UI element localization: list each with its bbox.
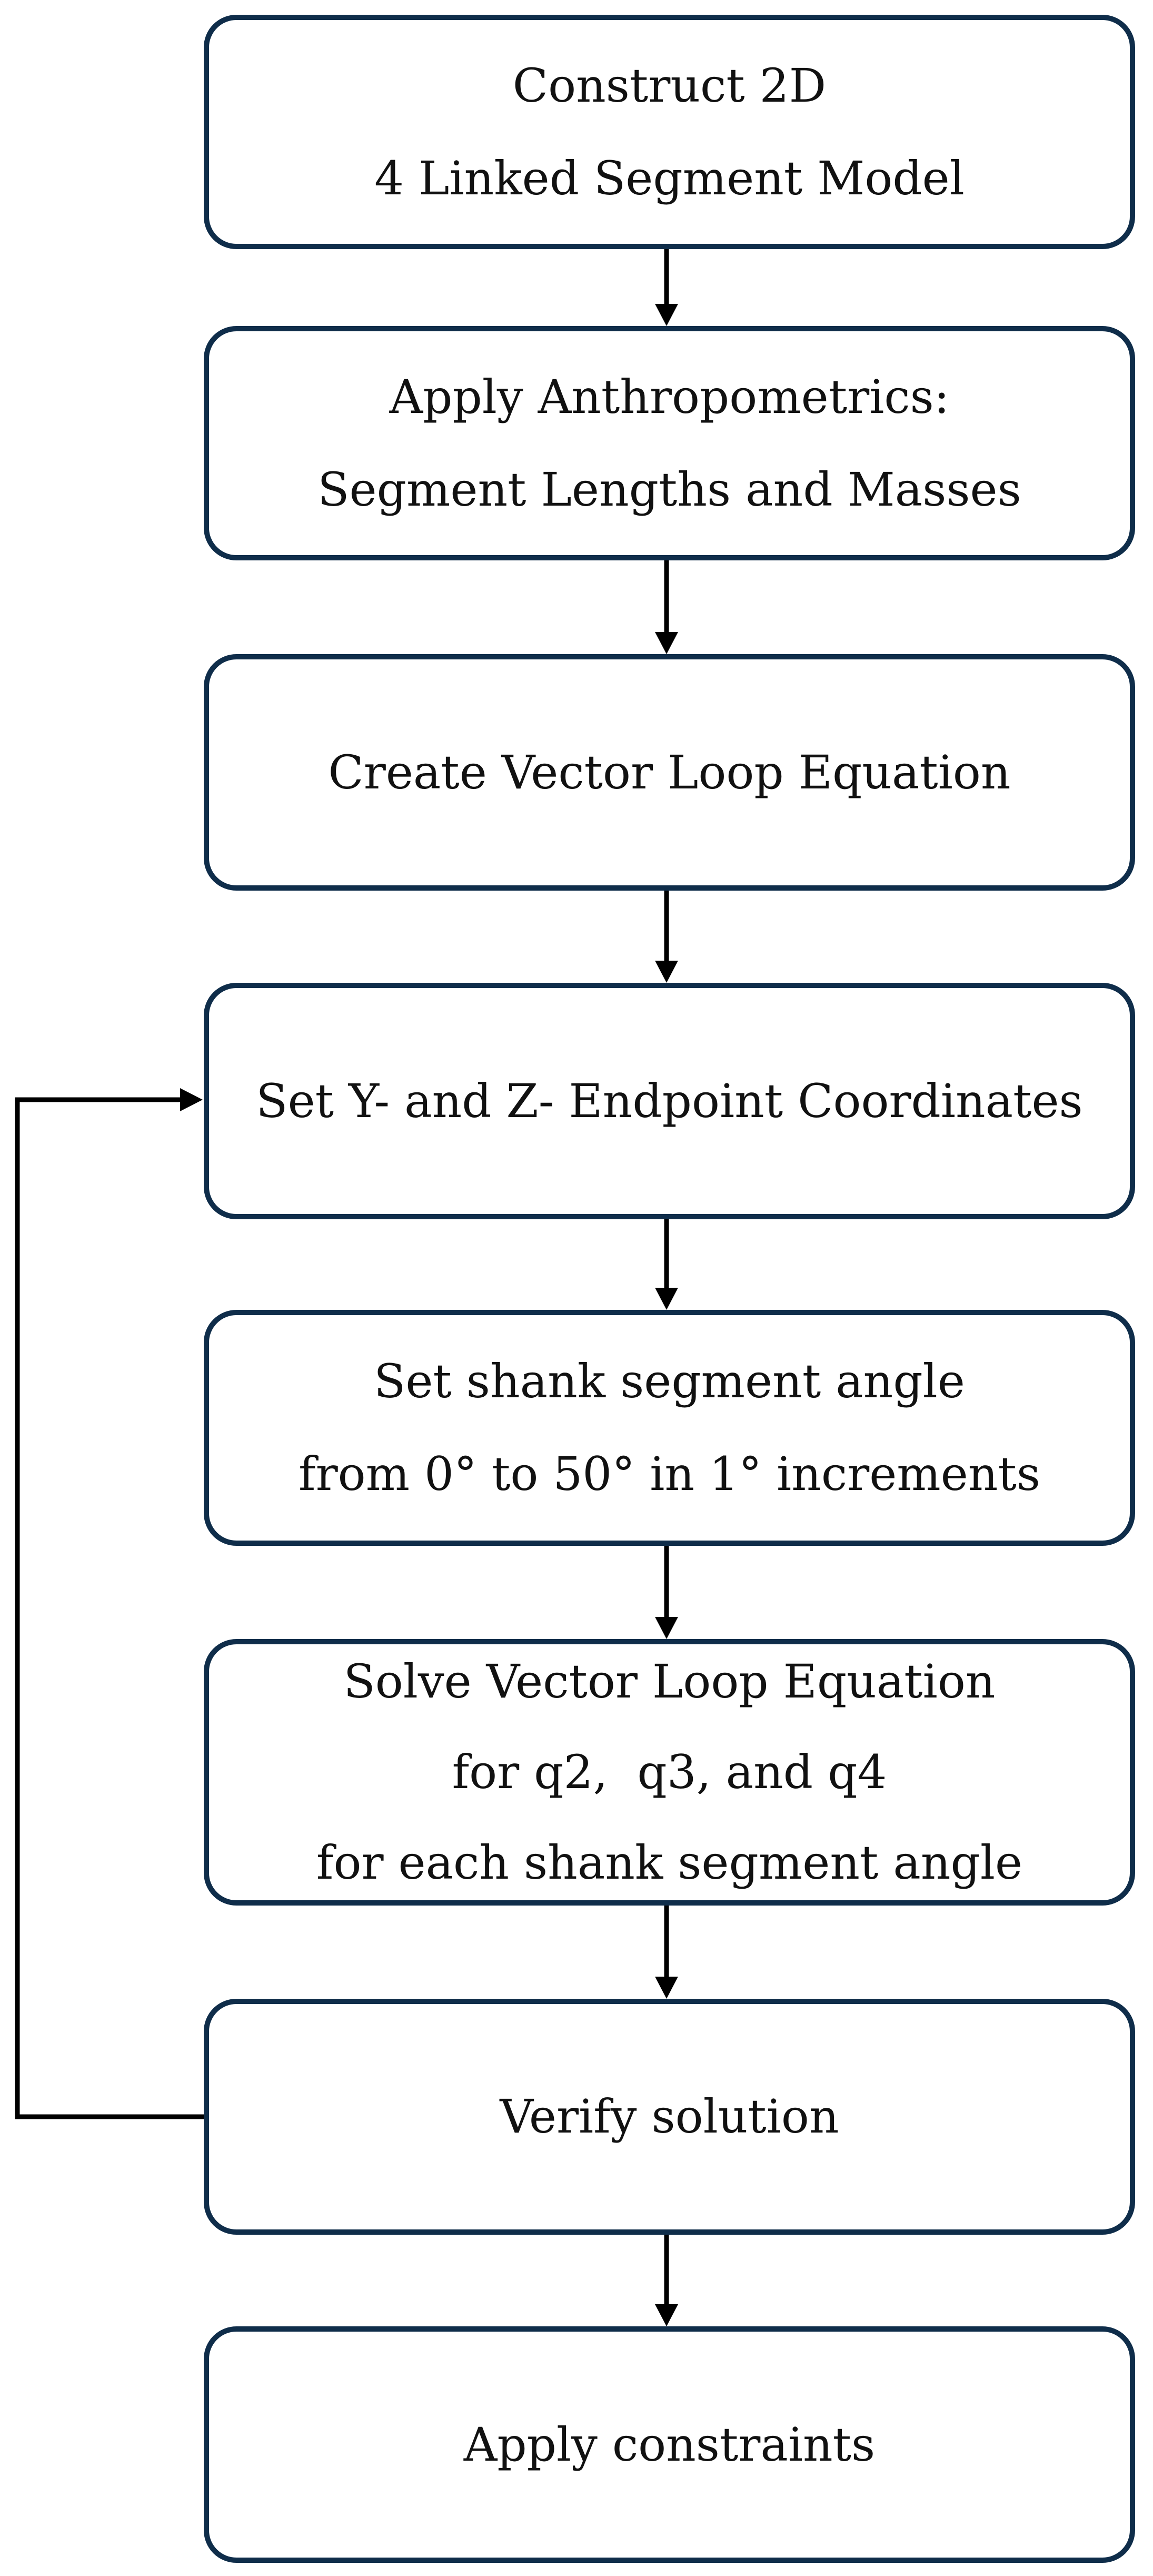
- step-1-line-2: 4 Linked Segment Model: [374, 151, 965, 205]
- step-5-line-1: Set shank segment angle: [374, 1354, 965, 1408]
- arrow-step1-to-step2: [655, 249, 678, 326]
- step-create-vector-loop: Create Vector Loop Equation: [204, 654, 1135, 891]
- feedback-loop-arrow: [15, 1088, 204, 2119]
- step-verify-solution: Verify solution: [204, 1999, 1135, 2235]
- step-2-line-1: Apply Anthropometrics:: [389, 369, 950, 424]
- step-2-line-2: Segment Lengths and Masses: [317, 462, 1021, 517]
- arrow-step2-to-step3: [655, 560, 678, 654]
- step-solve-vector-loop: Solve Vector Loop Equation for q2, q3, a…: [204, 1639, 1135, 1906]
- step-6-line-1: Solve Vector Loop Equation: [343, 1654, 996, 1709]
- arrow-step5-to-step6: [655, 1546, 678, 1639]
- arrow-step6-to-step7: [655, 1906, 678, 1999]
- step-6-line-2: for q2, q3, and q4: [452, 1745, 887, 1799]
- step-8-line-1: Apply constraints: [463, 2417, 876, 2472]
- step-7-line-1: Verify solution: [500, 2089, 839, 2144]
- step-6-line-3: for each shank segment angle: [316, 1835, 1023, 1890]
- step-3-line-1: Create Vector Loop Equation: [328, 745, 1011, 800]
- step-4-line-1: Set Y- and Z- Endpoint Coordinates: [256, 1073, 1083, 1128]
- arrow-step7-to-step8: [655, 2235, 678, 2326]
- step-1-line-1: Construct 2D: [512, 58, 827, 113]
- step-construct-model: Construct 2D 4 Linked Segment Model: [204, 15, 1135, 249]
- step-apply-anthropometrics: Apply Anthropometrics: Segment Lengths a…: [204, 326, 1135, 560]
- arrow-step4-to-step5: [655, 1219, 678, 1310]
- step-5-line-2: from 0° to 50° in 1° increments: [299, 1447, 1040, 1501]
- arrow-step3-to-step4: [655, 891, 678, 983]
- step-set-shank-angle: Set shank segment angle from 0° to 50° i…: [204, 1310, 1135, 1546]
- step-set-endpoint-coordinates: Set Y- and Z- Endpoint Coordinates: [204, 983, 1135, 1219]
- step-apply-constraints: Apply constraints: [204, 2326, 1135, 2563]
